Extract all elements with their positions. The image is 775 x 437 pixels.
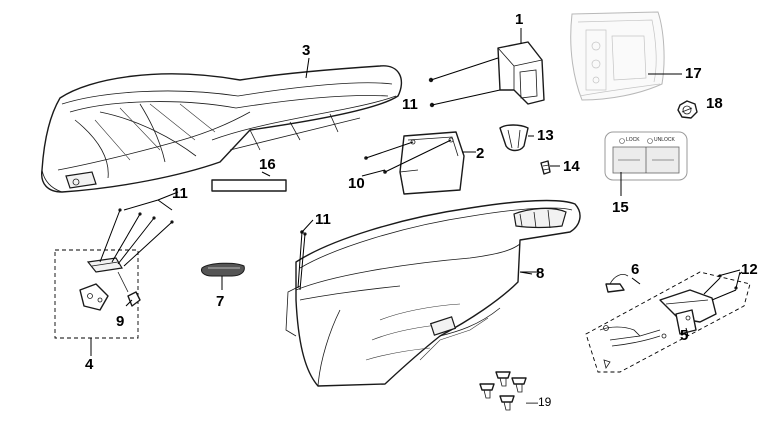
switch-panel-part bbox=[604, 131, 688, 181]
hinge-bracket-part bbox=[79, 257, 141, 311]
storage-bucket-part bbox=[285, 199, 581, 387]
seat-part bbox=[41, 65, 403, 193]
callout-4: 4 bbox=[85, 356, 94, 373]
latch-assembly-frame bbox=[585, 271, 751, 373]
clip-part bbox=[499, 124, 529, 152]
switch-unlock-label: UNLOCK bbox=[654, 137, 675, 143]
callout-6: 6 bbox=[631, 261, 640, 278]
cable-end-part bbox=[605, 283, 625, 293]
callout-14: 14 bbox=[563, 158, 580, 175]
callout-13: 13 bbox=[537, 127, 554, 144]
callout-15: 15 bbox=[612, 199, 629, 216]
callout-11-bucket: 11 bbox=[315, 211, 331, 228]
latch-part bbox=[599, 289, 717, 347]
hinge-assembly-frame bbox=[54, 249, 139, 339]
callout-5: 5 bbox=[680, 327, 689, 344]
nut-part bbox=[677, 100, 698, 119]
callout-12: 12 bbox=[741, 261, 758, 278]
callout-16: 16 bbox=[259, 156, 276, 173]
push-rivets-part bbox=[479, 371, 527, 411]
callout-18: 18 bbox=[706, 95, 723, 112]
callout-2: 2 bbox=[476, 145, 485, 162]
box-bracket-part bbox=[497, 41, 545, 105]
screw-part bbox=[540, 160, 551, 175]
plate-bracket-part bbox=[399, 131, 465, 195]
callout-9: 9 bbox=[116, 313, 125, 330]
callout-8: 8 bbox=[536, 265, 545, 282]
rubber-pad-part bbox=[201, 262, 245, 277]
callout-1: 1 bbox=[515, 11, 524, 28]
callout-17: 17 bbox=[685, 65, 702, 82]
callout-7: 7 bbox=[216, 293, 225, 310]
callout-11-hinge: 11 bbox=[172, 185, 188, 202]
callout-3: 3 bbox=[302, 42, 311, 59]
callout-19: —19 bbox=[526, 395, 552, 409]
switch-lock-label: LOCK bbox=[626, 137, 640, 143]
callout-10: 10 bbox=[348, 175, 365, 192]
label-strip-part bbox=[211, 179, 287, 192]
tail-cover-part bbox=[570, 11, 665, 101]
callout-11-bracket: 11 bbox=[402, 96, 418, 113]
